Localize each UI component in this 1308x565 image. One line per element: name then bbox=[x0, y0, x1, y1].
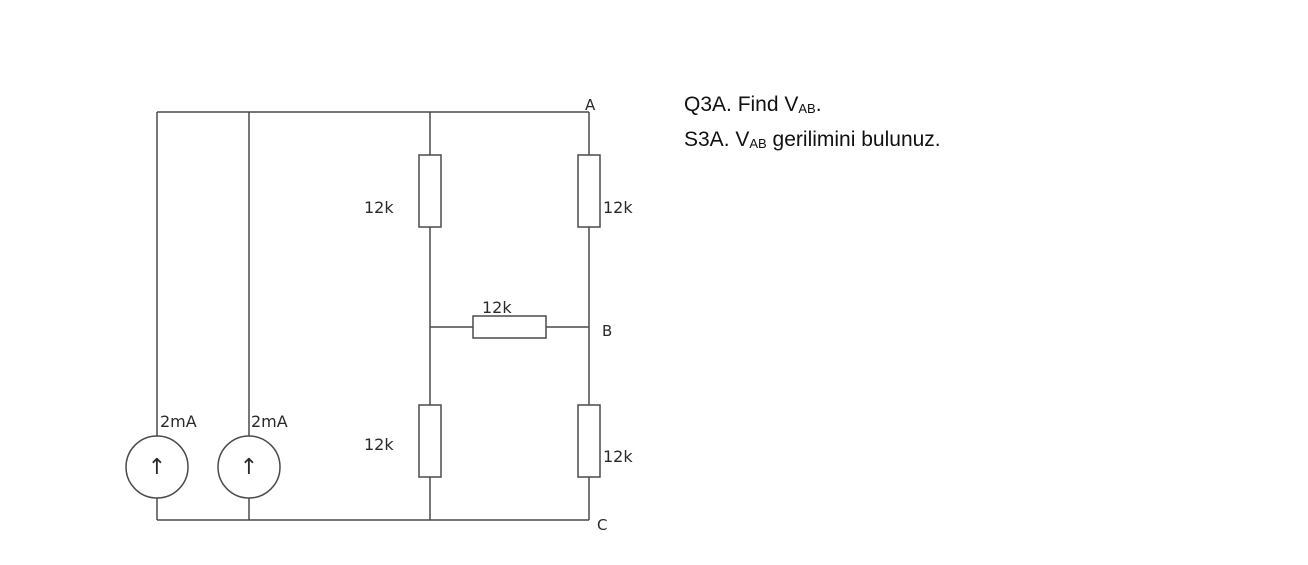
source1-label: 2mA bbox=[160, 412, 197, 431]
resistor-left-top-label: 12k bbox=[364, 198, 394, 217]
source2-arrow-icon: ↑ bbox=[240, 455, 258, 480]
resistor-left-top bbox=[418, 154, 442, 228]
resistor-right-bottom-label: 12k bbox=[603, 447, 633, 466]
resistor-left-bottom-label: 12k bbox=[364, 435, 394, 454]
question-english-prefix: Q3A. Find V bbox=[684, 93, 799, 116]
question-english-suffix: . bbox=[815, 93, 822, 116]
resistor-bridge-label: 12k bbox=[482, 298, 512, 317]
resistor-bridge bbox=[472, 315, 547, 339]
question-english-subscript: AB bbox=[798, 101, 816, 116]
resistor-right-bottom bbox=[577, 404, 601, 478]
node-b-label: B bbox=[602, 322, 612, 340]
source2-label: 2mA bbox=[251, 412, 288, 431]
resistor-right-top bbox=[577, 154, 601, 228]
current-source-1 bbox=[125, 435, 189, 499]
question-turkish-suffix: gerilimini bulunuz. bbox=[766, 128, 941, 151]
question-turkish: S3A. VAB gerilimini bulunuz. bbox=[684, 128, 941, 152]
question-english: Q3A. Find VAB. bbox=[684, 93, 822, 117]
question-turkish-prefix: S3A. V bbox=[684, 128, 750, 151]
question-turkish-subscript: AB bbox=[749, 136, 767, 151]
source1-arrow-icon: ↑ bbox=[148, 455, 166, 480]
resistor-right-top-label: 12k bbox=[603, 198, 633, 217]
current-source-2 bbox=[217, 435, 281, 499]
node-c-label: C bbox=[597, 516, 607, 534]
resistor-left-bottom bbox=[418, 404, 442, 478]
node-a-label: A bbox=[585, 96, 596, 114]
